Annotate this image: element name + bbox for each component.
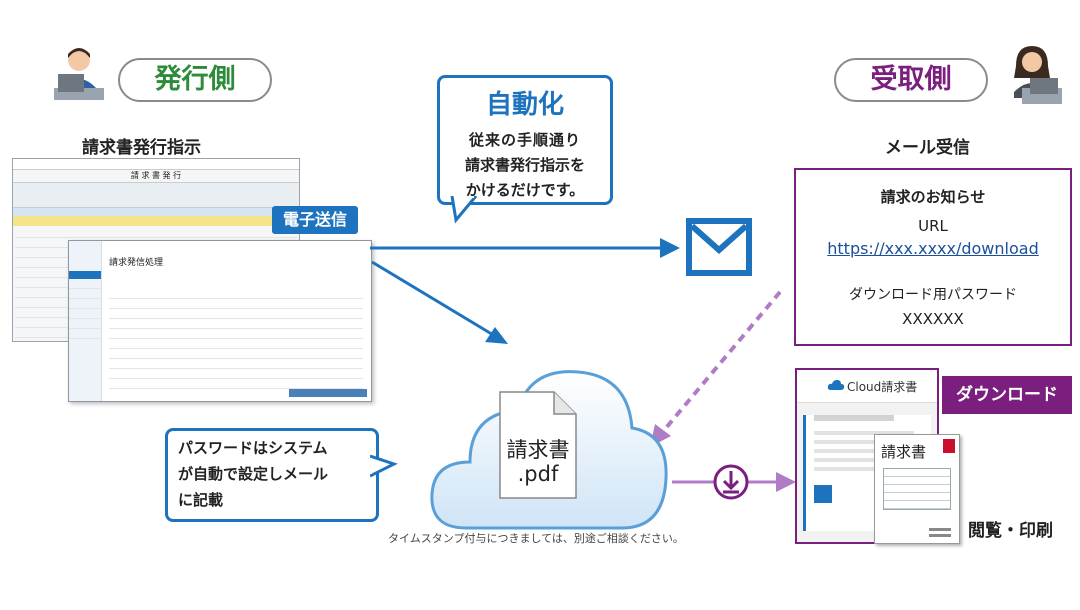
sender-heading: 発行側 <box>118 58 272 102</box>
sender-person-icon <box>52 44 106 102</box>
password-bubble: パスワードはシステム が自動で設定しメール に記載 <box>165 428 379 522</box>
timestamp-footnote: タイムスタンプ付与につきましては、別途ご相談ください。 <box>388 532 684 545</box>
email-card-password-value: XXXXXX <box>902 310 964 328</box>
password-bubble-line-2: が自動で設定しメール <box>178 465 329 483</box>
pdf-file-name-line1: 請求書 <box>506 438 570 462</box>
password-bubble-tail <box>370 454 398 478</box>
cloud-portal-logo-text: Cloud請求書 <box>847 380 918 394</box>
automation-bubble: 自動化 従来の手順通り 請求書発行指示を かけるだけです。 <box>437 75 613 205</box>
receiver-heading: 受取側 <box>834 58 988 102</box>
download-badge: ダウンロード <box>942 376 1072 414</box>
sender-action-label: 請求書発行指示 <box>82 138 201 158</box>
electronic-send-badge: 電子送信 <box>272 206 358 234</box>
pdf-file-icon <box>498 390 578 500</box>
invoice-stamp-icon <box>943 439 955 453</box>
automation-line-3: かけるだけです。 <box>465 181 585 199</box>
view-print-label: 閲覧・印刷 <box>968 521 1053 541</box>
email-card-password-label: ダウンロード用パスワード <box>849 287 1017 303</box>
receiver-action-label: メール受信 <box>885 138 970 158</box>
invoice-issue-window-title: 請 求 書 発 行 <box>130 171 182 180</box>
pdf-file-name-line2: .pdf <box>517 462 559 486</box>
email-card-title: 請求のお知らせ <box>880 188 986 206</box>
email-card: 請求のお知らせ URL https://xxx.xxxx/download ダウ… <box>794 168 1072 346</box>
email-card-url-link[interactable]: https://xxx.xxxx/download <box>827 239 1039 258</box>
cloud-logo-icon <box>827 380 845 390</box>
invoice-document-title: 請求書 <box>881 443 927 461</box>
password-bubble-line-1: パスワードはシステム <box>178 439 328 457</box>
invoice-send-window: 請求発信処理 <box>68 240 372 402</box>
email-card-url-label: URL <box>918 217 948 235</box>
invoice-send-window-title: 請求発信処理 <box>109 258 164 268</box>
mail-envelope-icon <box>686 218 752 276</box>
password-bubble-line-3: に記載 <box>178 491 224 509</box>
automation-title: 自動化 <box>485 90 564 120</box>
automation-line-1: 従来の手順通り <box>468 131 581 149</box>
automation-bubble-tail <box>450 196 478 224</box>
download-icon <box>713 464 749 500</box>
automation-line-2: 請求書発行指示を <box>464 156 585 174</box>
receiver-person-icon <box>1002 44 1062 106</box>
invoice-document: 請求書 <box>874 434 960 544</box>
